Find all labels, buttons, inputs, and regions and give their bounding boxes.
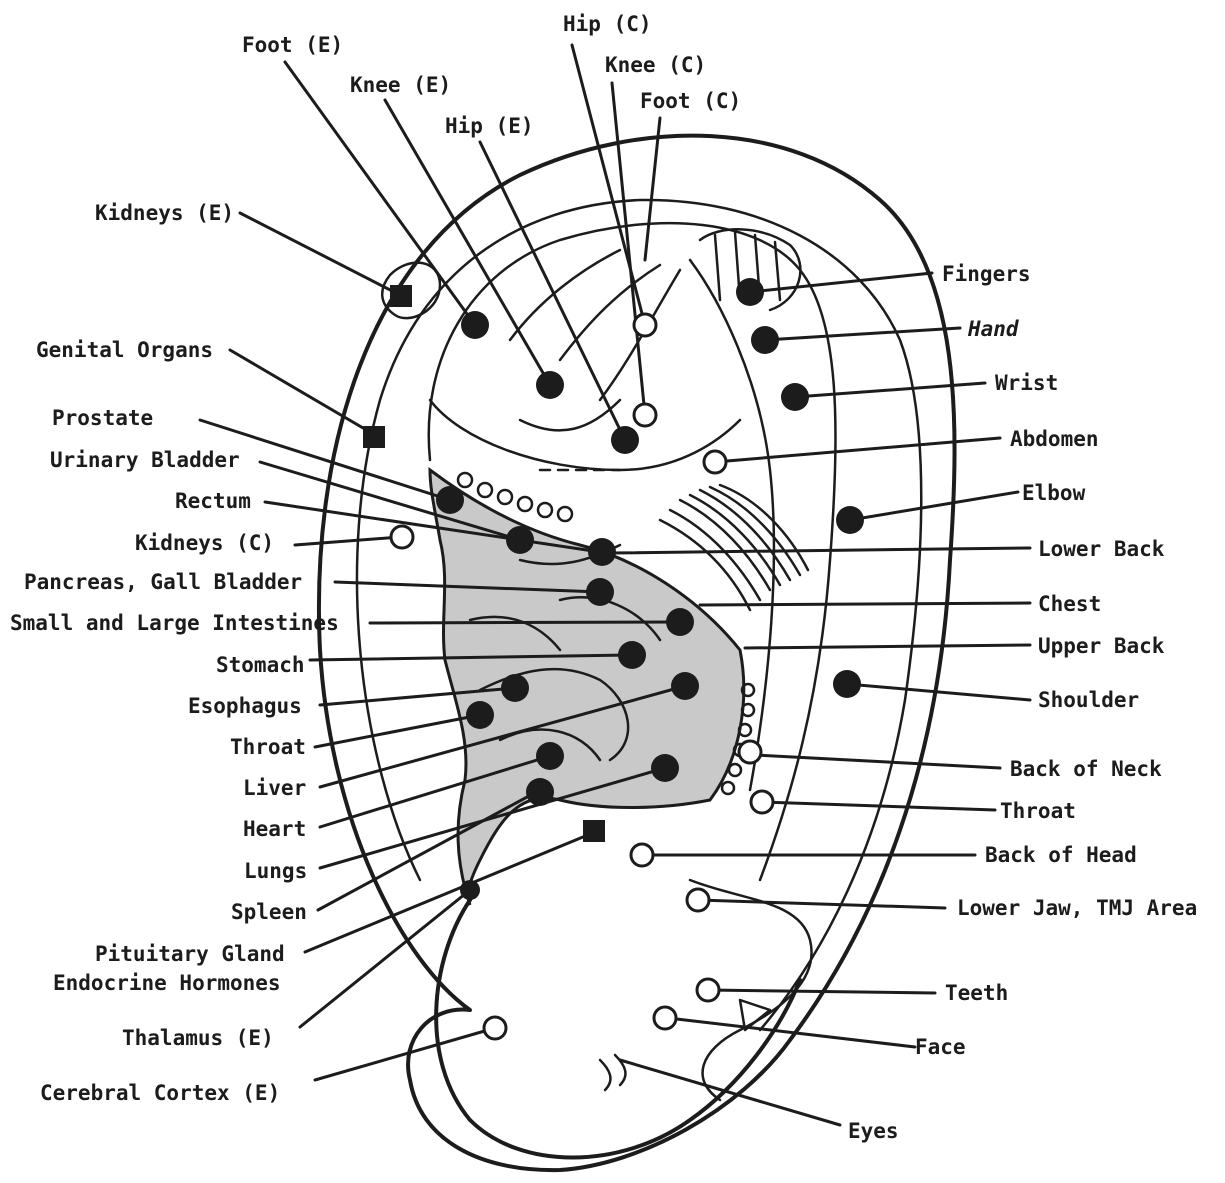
point-wrist — [781, 383, 809, 411]
label-heart: Heart — [243, 817, 306, 841]
point-foot-e — [461, 311, 489, 339]
point-genital-organs — [363, 426, 385, 448]
point-shoulder — [833, 670, 861, 698]
label-thalamus-e: Thalamus (E) — [122, 1026, 274, 1050]
label-lower-back: Lower Back — [1038, 537, 1165, 561]
label-foot-e: Foot (E) — [242, 33, 343, 57]
point-hip-e — [611, 426, 639, 454]
label-urinary-bladder: Urinary Bladder — [50, 448, 240, 472]
point-hand — [751, 326, 779, 354]
label-small-large-intestines: Small and Large Intestines — [10, 611, 339, 635]
label-shoulder: Shoulder — [1038, 688, 1139, 712]
point-thalamus — [460, 880, 480, 900]
point-back-of-neck — [739, 741, 761, 763]
label-pancreas-gall-bladder: Pancreas, Gall Bladder — [24, 570, 302, 594]
label-lower-jaw-tmj: Lower Jaw, TMJ Area — [957, 896, 1197, 920]
label-lungs: Lungs — [244, 859, 307, 883]
point-spleen — [526, 778, 554, 806]
label-kidneys-e: Kidneys (E) — [95, 201, 234, 225]
point-throat-left — [466, 701, 494, 729]
point-pancreas — [586, 578, 614, 606]
point-throat-right — [751, 791, 773, 813]
point-stomach — [618, 641, 646, 669]
point-chest-inner — [666, 608, 694, 636]
label-eyes: Eyes — [848, 1119, 899, 1143]
label-teeth: Teeth — [945, 981, 1008, 1005]
point-lower-back-inner — [588, 538, 616, 566]
point-kidneys-c — [391, 526, 413, 548]
label-cerebral-cortex-e: Cerebral Cortex (E) — [40, 1081, 280, 1105]
label-fingers: Fingers — [942, 262, 1031, 286]
label-throat-left: Throat — [230, 735, 306, 759]
label-prostate: Prostate — [52, 406, 153, 430]
point-fingers — [736, 278, 764, 306]
label-endocrine-hormones: Endocrine Hormones — [53, 971, 281, 995]
label-elbow: Elbow — [1022, 481, 1086, 505]
point-lower-jaw — [687, 889, 709, 911]
point-heart — [536, 742, 564, 770]
label-knee-c: Knee (C) — [605, 53, 706, 77]
label-hip-e: Hip (E) — [445, 114, 534, 138]
point-back-of-head — [631, 844, 653, 866]
antihelix-ridges — [660, 485, 808, 610]
point-abdomen — [704, 451, 726, 473]
label-hip-c: Hip (C) — [563, 12, 652, 36]
upper-fossa-lines — [510, 250, 680, 430]
label-back-of-neck: Back of Neck — [1010, 757, 1162, 781]
label-genital-organs: Genital Organs — [36, 338, 213, 362]
point-kidneys-e — [390, 285, 412, 307]
label-throat-right: Throat — [1000, 799, 1076, 823]
point-teeth — [697, 979, 719, 1001]
label-wrist: Wrist — [995, 371, 1058, 395]
label-stomach: Stomach — [216, 653, 305, 677]
label-knee-e: Knee (E) — [350, 73, 451, 97]
label-rectum: Rectum — [175, 489, 251, 513]
label-chest: Chest — [1038, 592, 1101, 616]
label-face: Face — [915, 1035, 966, 1059]
label-spleen: Spleen — [231, 900, 307, 924]
point-pituitary — [583, 820, 605, 842]
label-kidneys-c: Kidneys (C) — [135, 531, 274, 555]
point-urinary-bladder — [436, 486, 464, 514]
label-esophagus: Esophagus — [188, 694, 302, 718]
point-knee-c — [634, 404, 656, 426]
concha-line — [430, 400, 740, 470]
label-liver: Liver — [243, 776, 306, 800]
point-face — [654, 1007, 676, 1029]
point-knee-e — [536, 371, 564, 399]
label-foot-c: Foot (C) — [640, 89, 741, 113]
point-cerebral-cortex — [484, 1017, 506, 1039]
label-pituitary-gland: Pituitary Gland — [95, 942, 285, 966]
label-hand: Hand — [967, 317, 1020, 341]
point-rectum — [506, 526, 534, 554]
point-elbow — [836, 506, 864, 534]
point-hip-c — [634, 314, 656, 336]
label-back-of-head: Back of Head — [985, 843, 1137, 867]
label-abdomen: Abdomen — [1010, 427, 1099, 451]
label-upper-back: Upper Back — [1038, 634, 1165, 658]
point-liver-heart — [671, 672, 699, 700]
point-esophagus — [501, 674, 529, 702]
point-lungs — [651, 754, 679, 782]
